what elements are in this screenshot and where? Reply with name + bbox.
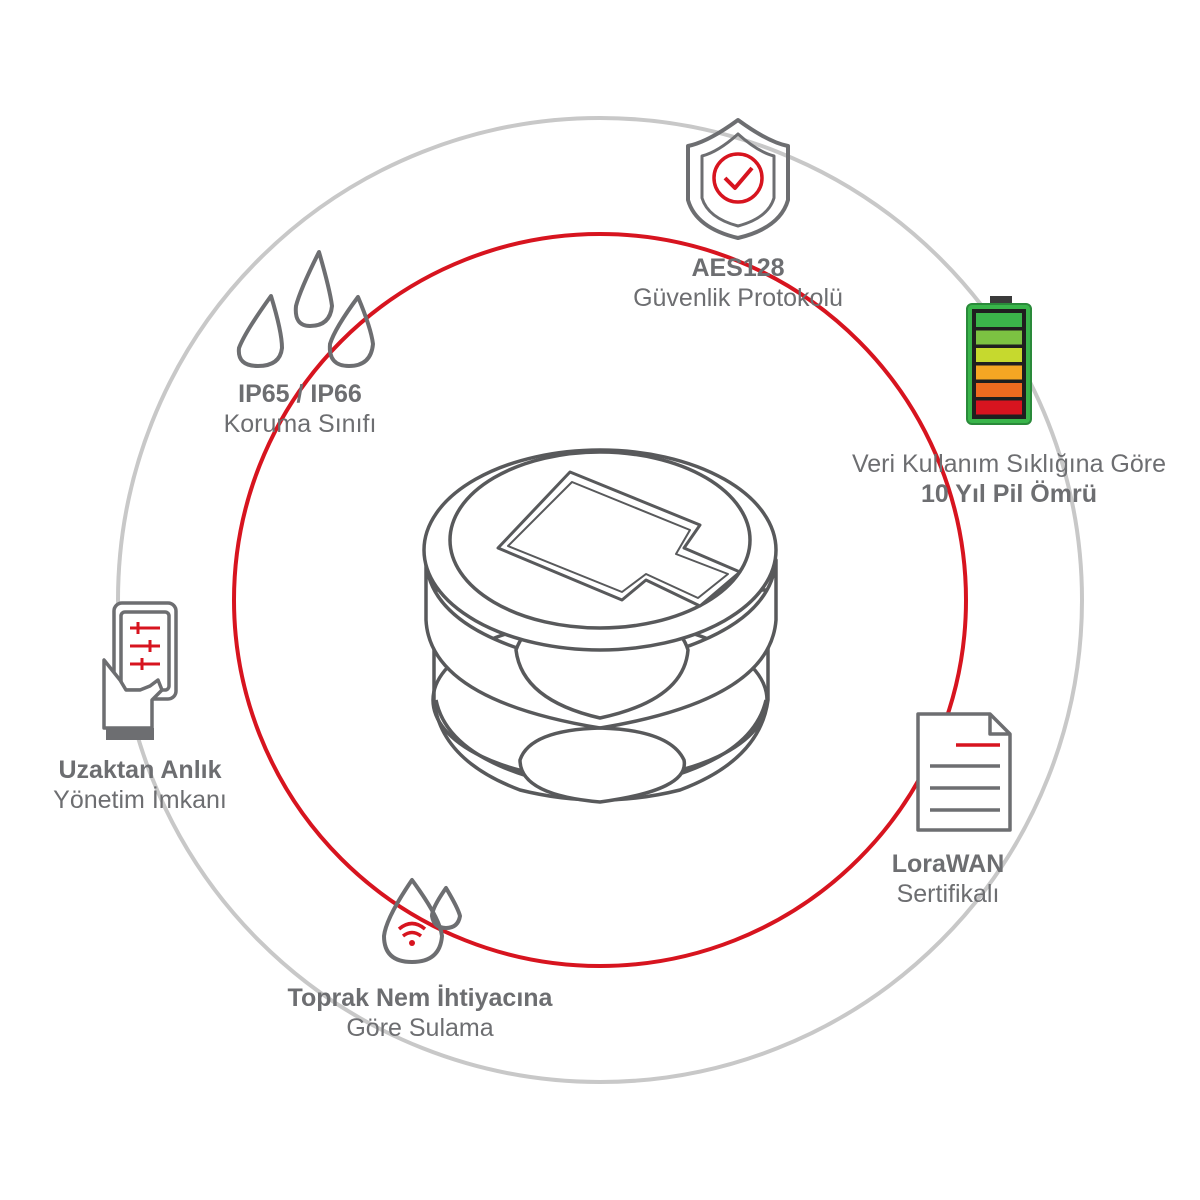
sensor-device-icon [422, 448, 778, 804]
water-drops-icon [236, 250, 375, 368]
feature-battery-title: 10 Yıl Pil Ömrü [920, 479, 1097, 508]
feature-security-subtitle: Güvenlik Protokolü [633, 283, 843, 312]
feature-remote-subtitle: Yönetim İmkanı [53, 785, 227, 814]
feature-certificate: LoraWAN Sertifikalı [858, 850, 1038, 909]
battery-segment [976, 365, 1022, 380]
battery-icon [966, 296, 1032, 425]
feature-protection-title: IP65 / IP66 [238, 380, 362, 408]
feature-battery: Veri Kullanım Sıklığına Göre 10 Yıl Pil … [818, 450, 1200, 509]
feature-remote: Uzaktan Anlık Yönetim İmkanı [20, 756, 260, 815]
shield-check-icon [686, 118, 790, 240]
feature-security: AES128 Güvenlik Protokolü [588, 254, 888, 313]
feature-security-title: AES128 [691, 254, 785, 282]
feature-protection: IP65 / IP66 Koruma Sınıfı [170, 380, 430, 439]
battery-segment [976, 348, 1022, 362]
feature-irrigation-title: Toprak Nem İhtiyacına [287, 984, 553, 1012]
feature-battery-subtitle: Veri Kullanım Sıklığına Göre [851, 450, 1167, 478]
battery-segment [976, 383, 1022, 397]
feature-certificate-subtitle: Sertifikalı [896, 879, 1000, 908]
battery-segment [976, 313, 1022, 327]
inner-ring [232, 232, 968, 968]
feature-remote-title: Uzaktan Anlık [58, 756, 222, 784]
battery-segment [976, 330, 1022, 345]
feature-certificate-title: LoraWAN [891, 850, 1005, 878]
phone-hand-icon [102, 601, 178, 740]
document-icon [916, 712, 1012, 832]
outer-ring [116, 116, 1084, 1084]
feature-protection-subtitle: Koruma Sınıfı [223, 409, 377, 438]
feature-irrigation: Toprak Nem İhtiyacına Göre Sulama [240, 984, 600, 1043]
drop-wifi-icon [382, 878, 462, 964]
battery-segment [976, 400, 1022, 415]
feature-irrigation-subtitle: Göre Sulama [346, 1013, 494, 1042]
